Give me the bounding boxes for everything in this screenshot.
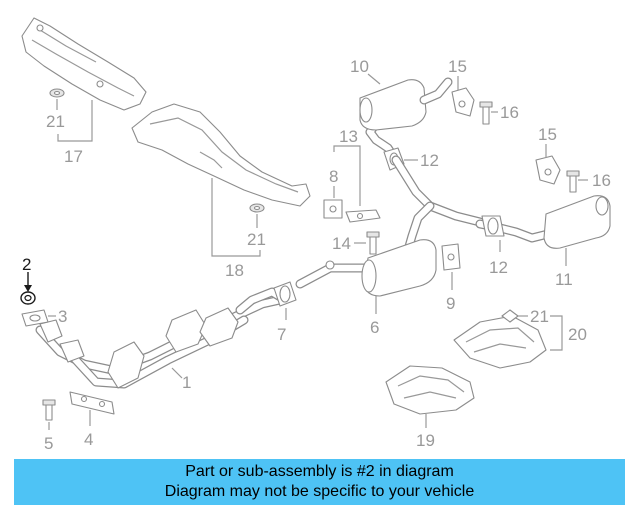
converter-assembly-part-1[interactable] — [35, 287, 287, 389]
bolt-part-14[interactable] — [366, 231, 380, 255]
hanger-bracket-part-15a[interactable] — [451, 87, 475, 117]
heat-shield-part-17[interactable] — [21, 17, 147, 111]
callout-10: 10 — [350, 57, 369, 76]
callout-19: 19 — [416, 431, 435, 450]
callout-14: 14 — [332, 234, 351, 253]
bolt-part-5[interactable] — [42, 399, 56, 421]
rubber-hanger-part-8[interactable] — [323, 199, 343, 219]
callout-8: 8 — [329, 167, 338, 186]
bolt-part-16b[interactable] — [566, 170, 580, 193]
bracket-part-13[interactable] — [345, 209, 381, 223]
callout-9: 9 — [446, 294, 455, 313]
heat-shield-part-18[interactable] — [131, 103, 311, 207]
gasket-part-3[interactable] — [21, 309, 49, 327]
bracket-part-4[interactable] — [69, 391, 115, 415]
bolt-part-16a[interactable] — [479, 101, 493, 125]
callout-21b: 21 — [247, 230, 266, 249]
callout-17: 17 — [64, 147, 83, 166]
callout-21c: 21 — [530, 307, 549, 326]
callout-3: 3 — [58, 307, 67, 326]
rubber-hanger-part-9[interactable] — [441, 243, 461, 271]
info-banner: Part or sub-assembly is #2 in diagram Di… — [14, 459, 625, 505]
callout-1: 1 — [182, 373, 191, 392]
callout-2: 2 — [22, 255, 31, 274]
callout-20: 20 — [568, 325, 587, 344]
callout-12a: 12 — [420, 151, 439, 170]
callout-5: 5 — [44, 434, 53, 453]
nut-part-2-highlighted[interactable] — [20, 291, 36, 305]
callout-12b: 12 — [489, 258, 508, 277]
washer-part-21a[interactable] — [49, 88, 65, 98]
leader-line-1 — [171, 367, 183, 379]
leader-line-10 — [367, 73, 381, 85]
callout-21a: 21 — [46, 112, 65, 131]
bracket-18 — [211, 178, 261, 257]
callout-16b: 16 — [592, 171, 611, 190]
callout-13: 13 — [339, 127, 358, 146]
callout-4: 4 — [84, 430, 93, 449]
bracket-13 — [333, 145, 361, 206]
bracket-17 — [57, 100, 93, 142]
callout-11: 11 — [555, 270, 573, 289]
callout-18: 18 — [225, 261, 244, 280]
callout-6: 6 — [370, 318, 379, 337]
muffler-part-10[interactable] — [359, 77, 453, 165]
callout-16a: 16 — [500, 103, 519, 122]
callout-15a: 15 — [448, 57, 467, 76]
leader-arrow-2 — [24, 285, 32, 292]
washer-part-21b[interactable] — [249, 203, 265, 213]
callout-15b: 15 — [538, 125, 557, 144]
banner-line-1: Part or sub-assembly is #2 in diagram — [185, 463, 454, 480]
heat-shield-part-20[interactable] — [453, 315, 547, 369]
heat-shield-part-19[interactable] — [385, 365, 475, 415]
intermediate-pipe-part-6[interactable] — [295, 155, 485, 297]
callout-7: 7 — [277, 325, 286, 344]
bracket-20 — [550, 315, 563, 351]
gasket-part-7[interactable] — [273, 281, 297, 307]
clamp-part-12b[interactable] — [481, 215, 505, 237]
hanger-bracket-part-15b[interactable] — [535, 155, 561, 185]
banner-line-2: Diagram may not be specific to your vehi… — [164, 483, 475, 500]
